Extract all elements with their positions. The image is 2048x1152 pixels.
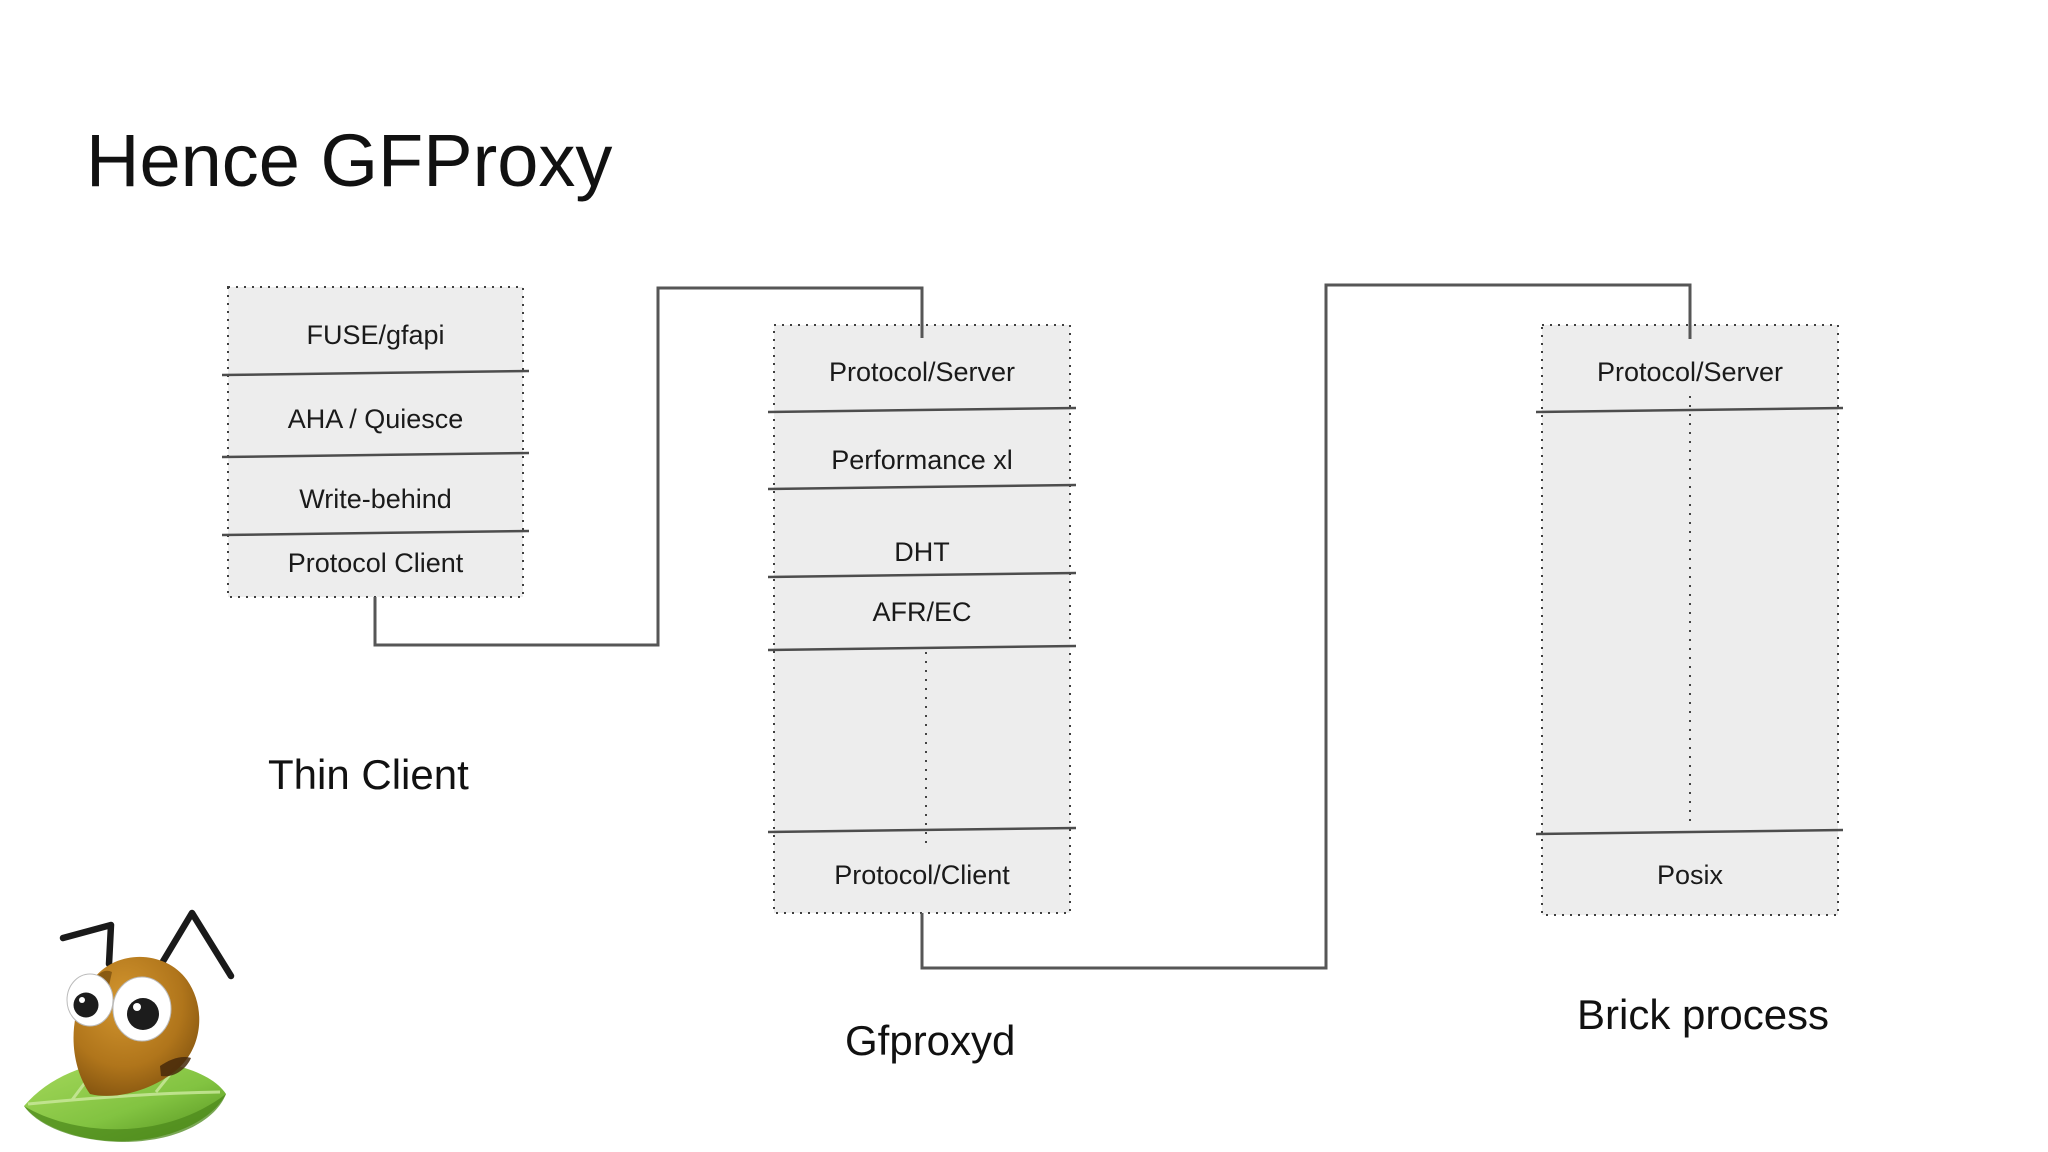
- layer-label-posix: Posix: [1656, 860, 1724, 890]
- layer-separator: [1535, 406, 1844, 414]
- layer-separator: [221, 369, 530, 377]
- thin-client-box: [227, 286, 524, 598]
- layer-separator: [221, 529, 530, 537]
- brick-process-label: Brick process: [1577, 991, 1830, 1038]
- layer-label-protocol-client-gfproxyd: Protocol/Client: [834, 860, 1010, 890]
- layer-label-fuse-gfapi: FUSE/gfapi: [306, 320, 445, 350]
- connectors: [373, 283, 1692, 970]
- layer-separator: [221, 451, 530, 459]
- layer-separators: [221, 369, 1844, 836]
- ant-antennae-icon: [59, 909, 235, 980]
- layer-separator: [767, 826, 1077, 834]
- layer-separator: [767, 483, 1077, 491]
- ant-eyes-icon: [66, 973, 172, 1042]
- ant-mouth-icon: [160, 1056, 191, 1077]
- gluster-ant-logo: [24, 909, 235, 1142]
- layer-separator: [767, 571, 1077, 579]
- gfproxyd-label: Gfproxyd: [845, 1017, 1016, 1064]
- layer-label-protocol-server-gfproxyd: Protocol/Server: [828, 357, 1016, 387]
- layer-label-performance-xl: Performance xl: [831, 445, 1013, 475]
- layer-separator: [767, 406, 1077, 414]
- layer-separator: [767, 644, 1077, 652]
- thin-client-label: Thin Client: [268, 751, 469, 798]
- layer-label-dht: DHT: [894, 537, 950, 567]
- layer-label-write-behind: Write-behind: [299, 484, 452, 514]
- ant-leaf-icon: [24, 1060, 226, 1142]
- layer-label-protocol-client-thin: Protocol Client: [287, 548, 464, 578]
- layer-label-afr-ec: AFR/EC: [872, 597, 972, 627]
- layer-separator: [1535, 828, 1844, 836]
- layer-label-protocol-server-brick: Protocol/Server: [1596, 357, 1784, 387]
- connector-thin-client-to-gfproxyd: [373, 286, 924, 647]
- slide-title: Hence GFProxy: [86, 119, 613, 202]
- connector-gfproxyd-to-brick: [920, 283, 1692, 970]
- brick-process-box: [1541, 324, 1839, 916]
- layer-label-aha-quiesce: AHA / Quiesce: [287, 404, 464, 434]
